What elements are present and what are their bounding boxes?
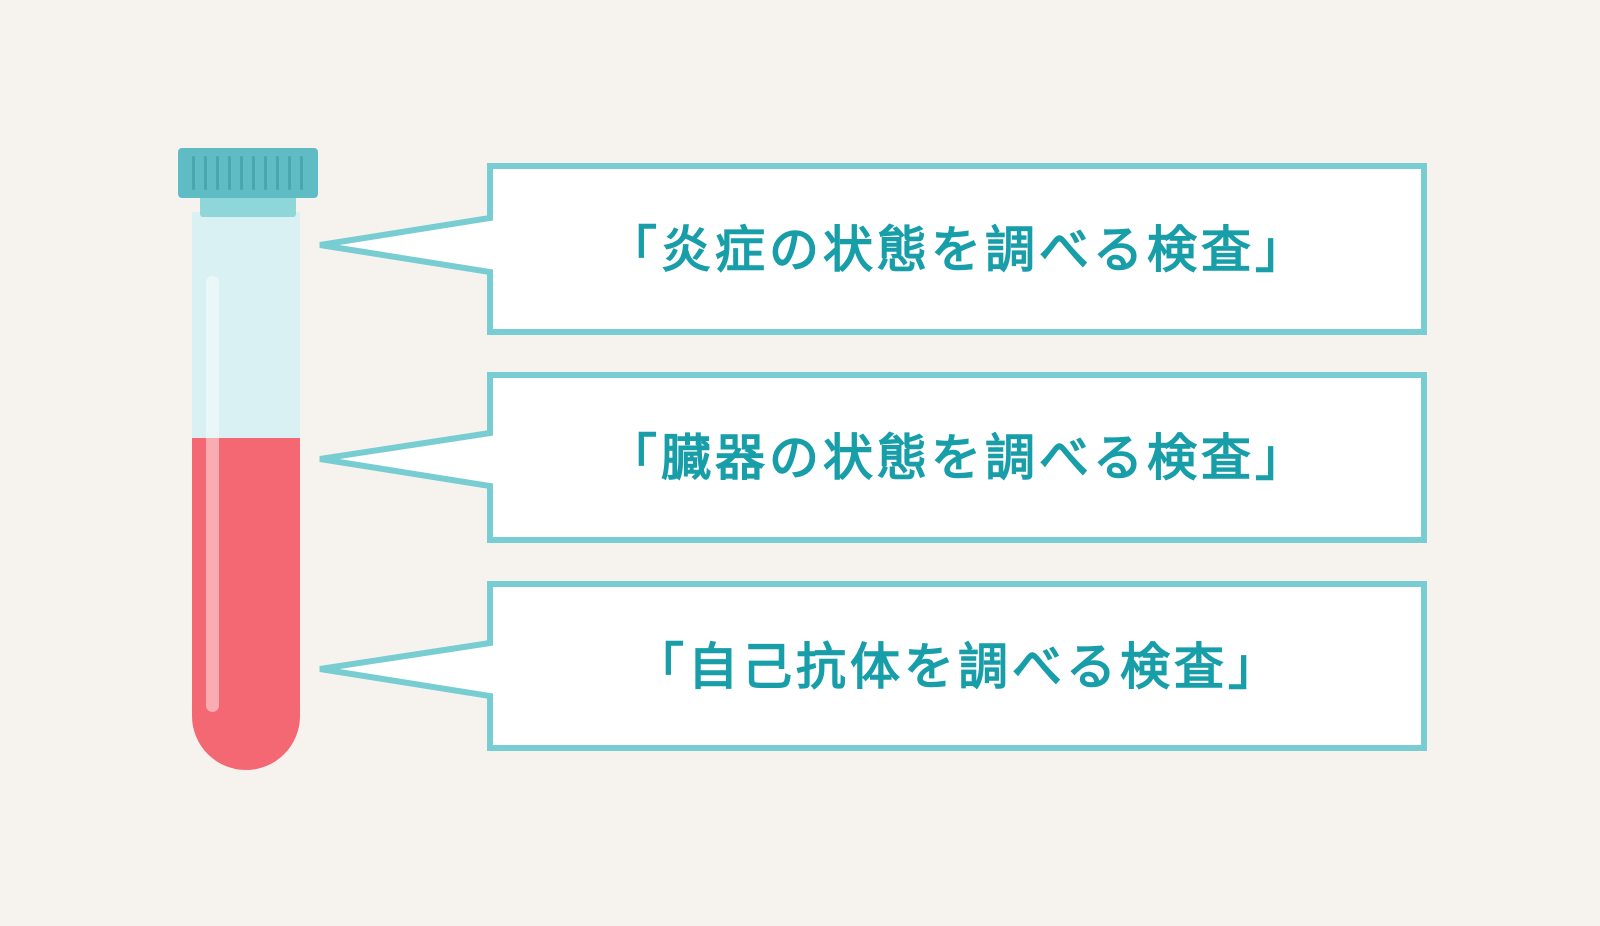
callout-1-label: 「炎症の状態を調べる検査」 [607, 221, 1309, 279]
cap-base [200, 193, 296, 217]
cap-stripe [192, 156, 195, 190]
tube-cap [178, 148, 318, 198]
cap-stripe [240, 156, 243, 190]
cap-stripe [300, 156, 303, 190]
cap-stripe [216, 156, 219, 190]
cap-stripe [276, 156, 279, 190]
cap-stripe [252, 156, 255, 190]
cap-stripe [288, 156, 291, 190]
callout-1: 「炎症の状態を調べる検査」 [319, 163, 1427, 335]
callout-2-box [319, 372, 1427, 543]
cap-stripe [264, 156, 267, 190]
tube-blood [192, 438, 300, 770]
callout-2: 「臓器の状態を調べる検査」 [319, 372, 1427, 543]
callout-3-label: 「自己抗体を調べる検査」 [634, 638, 1282, 696]
callout-3-box [319, 581, 1427, 751]
callout-1-box [319, 163, 1427, 335]
cap-stripe [228, 156, 231, 190]
cap-grip-stripes [192, 156, 303, 190]
test-tube-illustration [178, 148, 318, 770]
cap-stripe [204, 156, 207, 190]
tube-upper-serum [192, 212, 300, 438]
tube-highlight [206, 276, 219, 712]
callout-2-label: 「臓器の状態を調べる検査」 [607, 429, 1309, 487]
callout-3: 「自己抗体を調べる検査」 [319, 581, 1427, 751]
